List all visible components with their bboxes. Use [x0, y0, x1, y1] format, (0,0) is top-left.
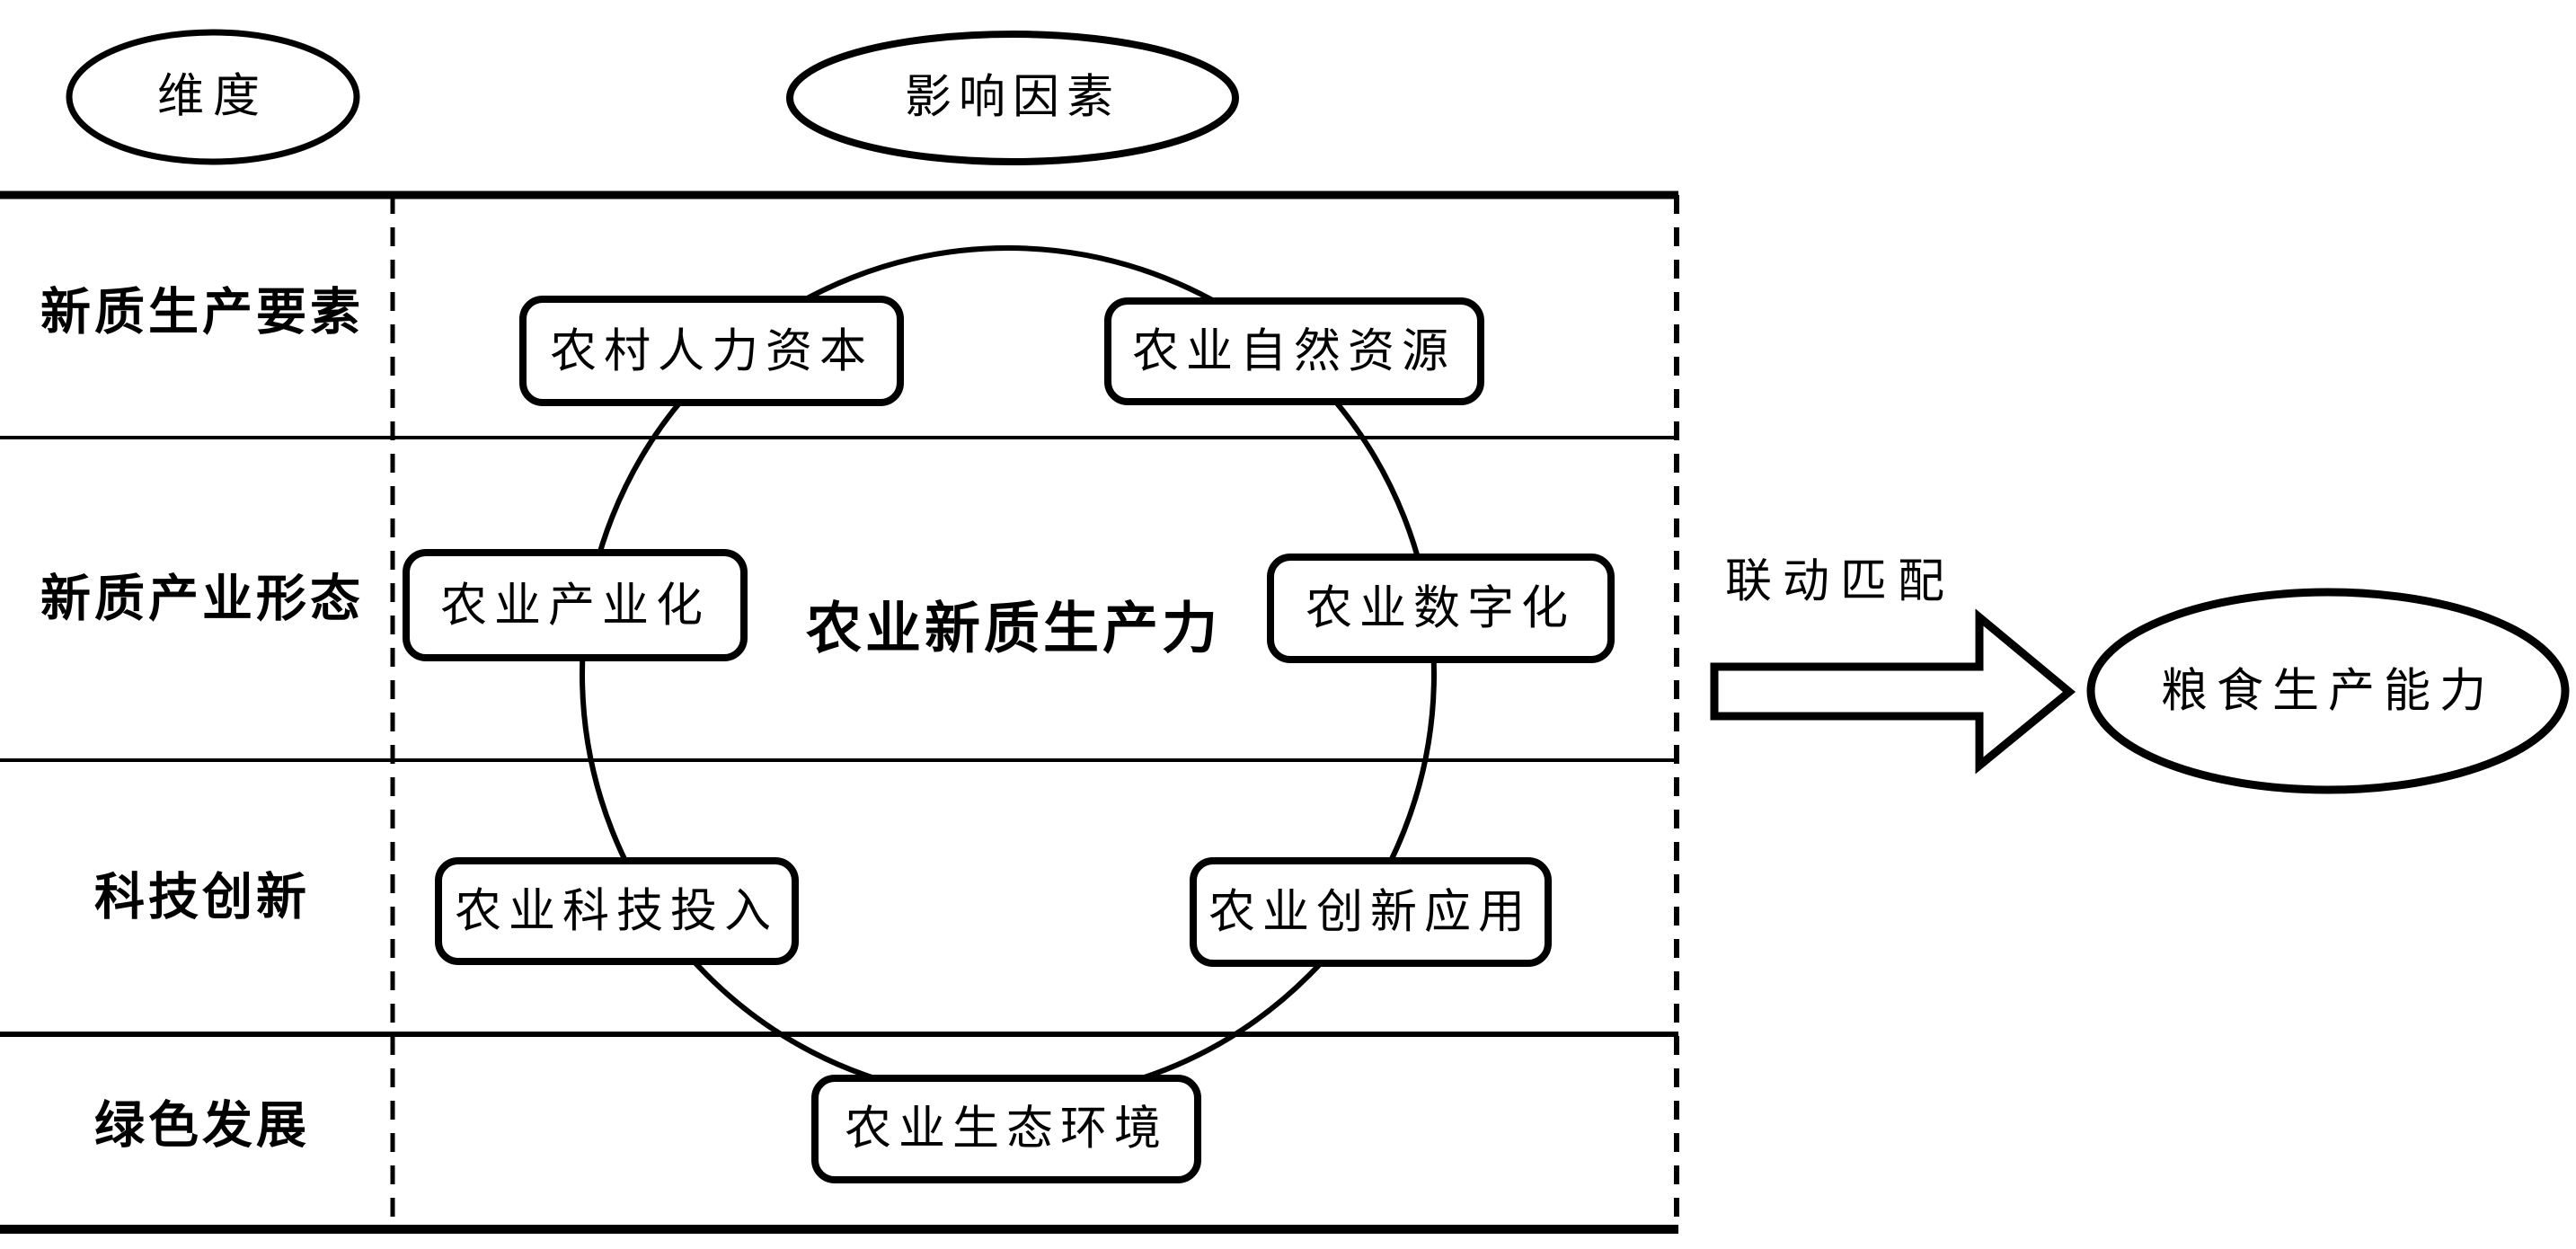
factor-box-label: 农业科技投入	[455, 887, 778, 938]
factor-box-scitech-investment: 农业科技投入	[435, 857, 799, 965]
factor-box-rect	[811, 1075, 1201, 1183]
factors-label: 影响因素	[905, 73, 1120, 124]
row-label-new-production-factors: 新质生产要素	[40, 284, 364, 341]
factor-box-label: 农业创新应用	[1208, 888, 1532, 939]
outcome-bubble: 粮食生产能力	[2086, 588, 2570, 794]
dimension-ellipse	[66, 29, 360, 165]
factor-box-rect	[1190, 857, 1552, 967]
factor-box-rect	[519, 296, 904, 406]
factor-box-label: 农业数字化	[1306, 584, 1575, 635]
factors-ellipse	[786, 31, 1239, 165]
factor-boxes: 农村人力资本 农业自然资源 农业产业化 农业数字化 农业科技投入 农业创新应用	[403, 296, 1615, 1183]
table-row-labels: 新质生产要素 新质产业形态 科技创新 绿色发展	[40, 284, 364, 1154]
factor-box-digitalization: 农业数字化	[1267, 554, 1615, 663]
dimension-label: 维度	[157, 72, 269, 123]
linkage-arrow-label: 联动匹配	[1725, 557, 1955, 608]
factor-box-innovation-application: 农业创新应用	[1190, 857, 1552, 967]
row-label-tech-innovation: 科技创新	[94, 869, 310, 926]
factor-box-rural-human-capital: 农村人力资本	[519, 296, 904, 406]
outcome-label: 粮食生产能力	[2161, 667, 2495, 718]
table-grid	[0, 190, 1679, 1234]
outcome-ellipse	[2086, 588, 2570, 794]
factor-box-label: 农业生态环境	[845, 1104, 1168, 1156]
factor-box-label: 农业自然资源	[1132, 327, 1456, 378]
factor-box-natural-resources: 农业自然资源	[1104, 297, 1484, 405]
factor-box-rect	[1267, 554, 1615, 663]
core-title: 农业新质生产力	[806, 598, 1221, 660]
right-block-arrow-icon	[1710, 608, 2076, 775]
factor-box-ecological-environment: 农业生态环境	[811, 1075, 1201, 1183]
factor-box-label: 农村人力资本	[550, 327, 873, 378]
factor-box-rect	[403, 549, 748, 661]
factor-box-rect	[1104, 297, 1484, 405]
dimension-bubble: 维度	[66, 29, 360, 165]
factor-box-label: 农业产业化	[440, 581, 710, 633]
factor-box-rect	[435, 857, 799, 965]
linkage-arrow-group: 联动匹配	[1710, 557, 2076, 775]
row-label-new-industry-forms: 新质产业形态	[40, 571, 364, 627]
factor-box-industrialization: 农业产业化	[403, 549, 748, 661]
factors-bubble: 影响因素	[786, 31, 1239, 165]
row-label-green-development: 绿色发展	[94, 1097, 310, 1154]
